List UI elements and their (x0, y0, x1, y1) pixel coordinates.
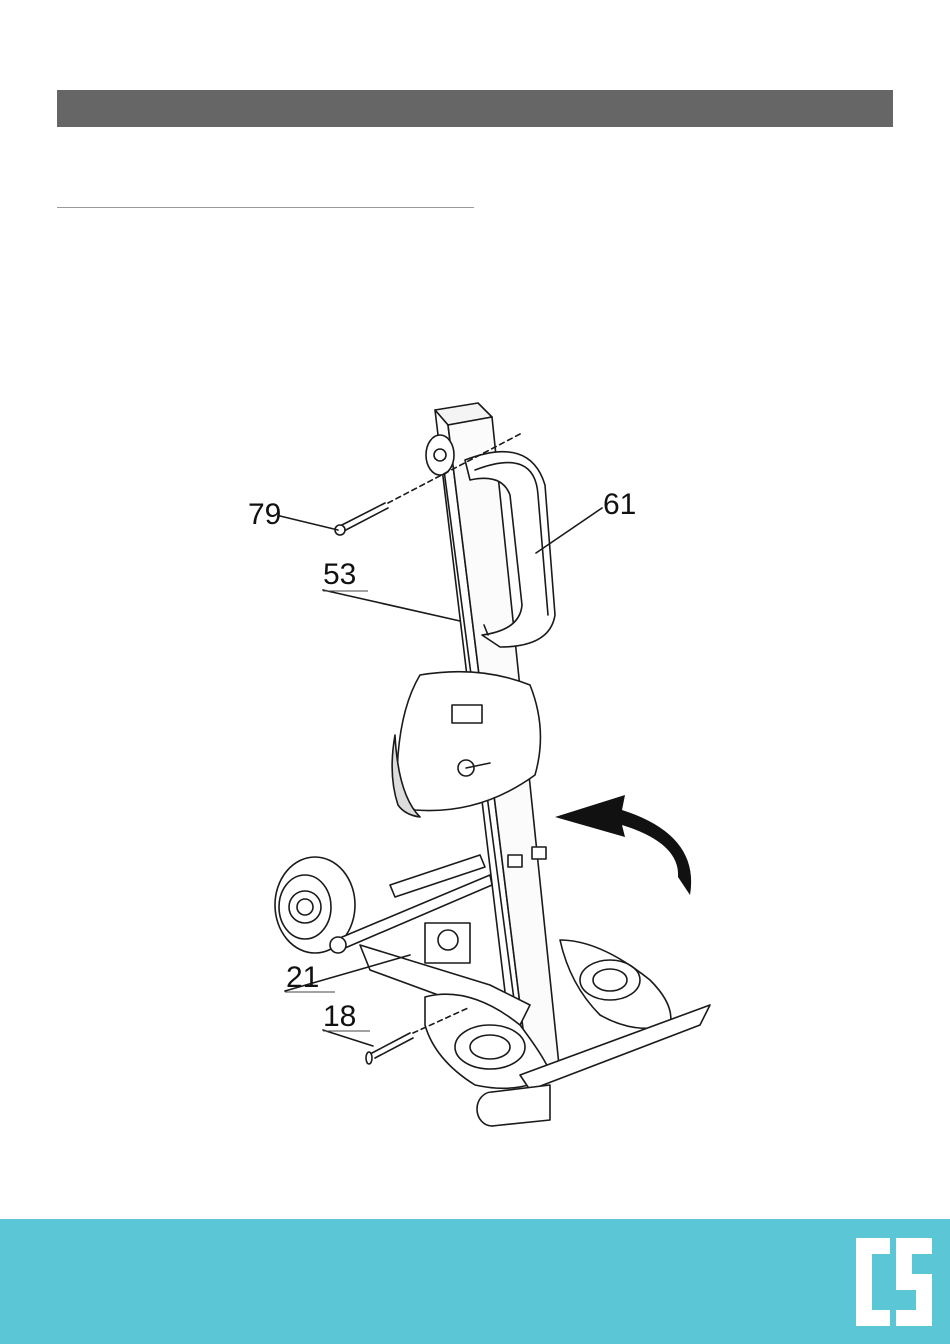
part-label-79: 79 (248, 500, 281, 530)
part-label-21: 21 (286, 963, 319, 993)
assembly-diagram (230, 385, 730, 1145)
part-label-53: 53 (323, 560, 356, 590)
cs-brand-logo-icon (854, 1236, 934, 1328)
part-label-18: 18 (323, 1002, 356, 1032)
section-divider (57, 207, 474, 208)
logo-glyph (854, 1236, 934, 1328)
part-label-61: 61 (603, 490, 636, 520)
assembly-drawing (230, 385, 730, 1145)
page-footer (0, 1219, 950, 1344)
section-header-bar (57, 90, 893, 127)
